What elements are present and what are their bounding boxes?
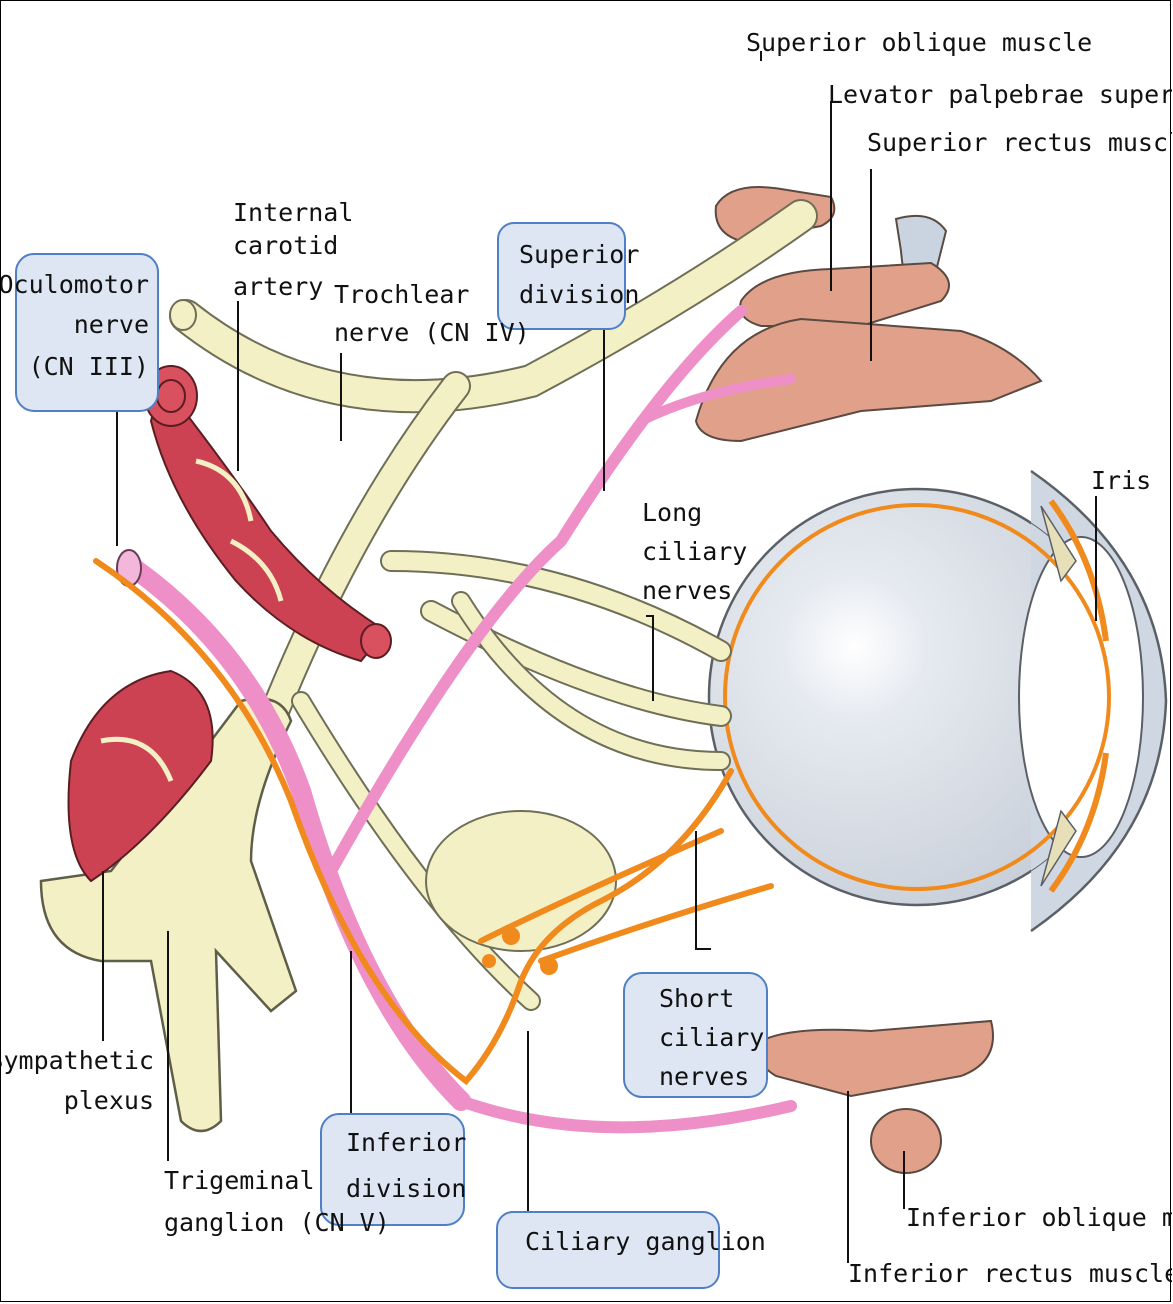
label-long-ciliary-3: nerves [642,576,732,605]
label-internal-carotid-1: Internal [233,198,353,227]
inferior-rectus-muscle [758,1021,993,1096]
superior-rectus-muscle [696,319,1041,441]
label-levator: Levator palpebrae superioris [828,80,1172,109]
label-inferior-division-1: Inferior [346,1128,466,1157]
inferior-oblique-muscle [871,1109,941,1173]
label-trigeminal-1: Trigeminal [164,1166,315,1195]
levator-muscle [740,263,949,326]
label-ciliary-ganglion: Ciliary ganglion [525,1227,766,1256]
label-superior-division-2: division [519,280,639,309]
label-sympathetic-1: Sympathetic [1,1046,154,1075]
eyeball [709,471,1166,931]
label-trochlear-1: Trochlear [334,280,469,309]
label-superior-rectus: Superior rectus muscle [867,128,1172,157]
ciliary-ganglion-body [426,811,616,951]
label-short-ciliary-2: ciliary [659,1023,764,1052]
label-oculomotor-1: Oculomotor [1,270,149,299]
label-iris: Iris [1091,466,1151,495]
label-inferior-division-2: division [346,1174,466,1203]
label-short-ciliary-1: Short [659,984,734,1013]
label-long-ciliary-1: Long [642,498,702,527]
label-internal-carotid-2: carotid [233,231,338,260]
label-long-ciliary-2: ciliary [642,537,747,566]
label-inferior-rectus: Inferior rectus muscle [848,1259,1172,1288]
label-oculomotor-3: (CN III) [29,352,149,381]
label-oculomotor-2: nerve [74,310,149,339]
label-internal-carotid-3: artery [233,272,323,301]
label-superior-oblique: Superior oblique muscle [746,28,1092,57]
label-sympathetic-2: plexus [64,1086,154,1115]
label-trochlear-2: nerve (CN IV) [334,318,530,347]
label-superior-division-1: Superior [519,240,639,269]
label-trigeminal-2: ganglion (CN V) [164,1208,390,1237]
superior-division-label-box [498,223,625,329]
label-short-ciliary-3: nerves [659,1062,749,1091]
label-inferior-oblique: Inferior oblique muscle [906,1203,1172,1232]
